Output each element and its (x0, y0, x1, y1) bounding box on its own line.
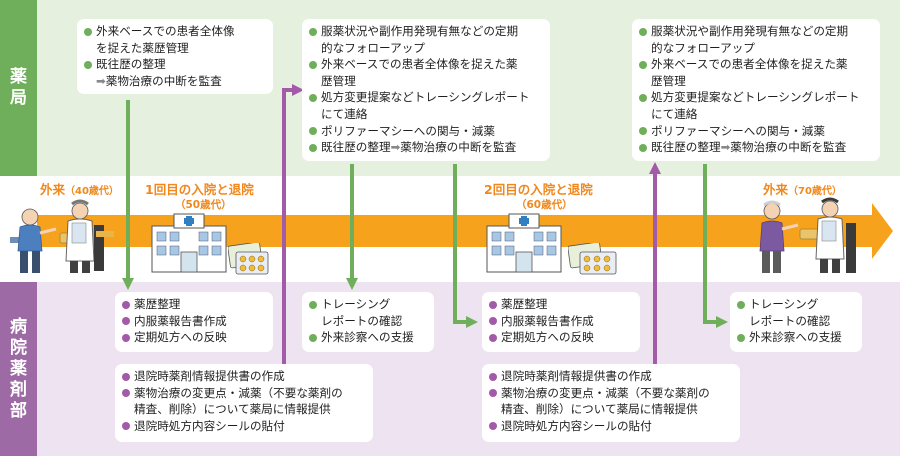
list-item: 定期処方への反映 (121, 329, 267, 346)
timeline-label-outpatient-70s: 外来（70歳代） (763, 182, 842, 197)
list-item: ポリファーマシーへの関与・減薬 (308, 123, 544, 140)
list-item: 退院時薬剤情報提供書の作成 (121, 368, 367, 385)
list-item: 退院時処方内容シールの貼付 (488, 418, 734, 435)
list-item: トレーシングレポートの確認 (308, 296, 428, 329)
list-item: 外来ベースでの患者全体像を捉えた薬歴管理 (83, 23, 267, 56)
list-item: 薬物治療の変更点・減薬（不要な薬剤の精査、削除）について薬局に情報提供 (121, 385, 367, 418)
list-item: ポリファーマシーへの関与・減薬 (638, 123, 874, 140)
doctor-consulting-patient-icon (10, 199, 114, 273)
list-item: 処方変更提案などトレーシングレポートにて連絡 (308, 89, 544, 122)
timeline-label-outpatient-40s: 外来（40歳代） (40, 182, 119, 197)
hospital-box-3: 薬歴整理 内服薬報告書作成 定期処方への反映 (482, 292, 640, 352)
hospital-section-label: 病 院 薬 剤 部 (0, 282, 37, 456)
discharge-box-2: 退院時薬剤情報提供書の作成 薬物治療の変更点・減薬（不要な薬剤の精査、削除）につ… (482, 364, 740, 442)
pharmacy-box-3: 服薬状況や副作用発現有無などの定期的なフォローアップ 外来ベースでの患者全体像を… (632, 19, 880, 161)
pharmacy-box-1: 外来ベースでの患者全体像を捉えた薬歴管理 既往歴の整理 ➡薬物治療の中断を監査 (77, 19, 273, 94)
discharge-box-1: 退院時薬剤情報提供書の作成 薬物治療の変更点・減薬（不要な薬剤の精査、削除）につ… (115, 364, 373, 442)
hospital-box-4: トレーシングレポートの確認 外来診察への支援 (730, 292, 862, 352)
list-item: 服薬状況や副作用発現有無などの定期的なフォローアップ (308, 23, 544, 56)
list-item: 外来診察への支援 (308, 329, 428, 346)
pharmacy-box-2: 服薬状況や副作用発現有無などの定期的なフォローアップ 外来ベースでの患者全体像を… (302, 19, 550, 161)
list-item: 定期処方への反映 (488, 329, 634, 346)
timeline-label-admission-1: 1回目の入院と退院 (145, 182, 254, 197)
list-item: 薬歴整理 (121, 296, 267, 313)
list-item: 薬歴整理 (488, 296, 634, 313)
hospital-box-1: 薬歴整理 内服薬報告書作成 定期処方への反映 (115, 292, 273, 352)
medicine-blister-pack-icon (568, 243, 617, 275)
list-item: トレーシングレポートの確認 (736, 296, 856, 329)
hospital-box-2: トレーシングレポートの確認 外来診察への支援 (302, 292, 434, 352)
list-item: 退院時処方内容シールの貼付 (121, 418, 367, 435)
timeline-age-60s: （60歳代） (516, 199, 573, 211)
timeline-label-admission-2: 2回目の入院と退院 (484, 182, 593, 197)
list-item: 処方変更提案などトレーシングレポートにて連絡 (638, 89, 874, 122)
list-item: 内服薬報告書作成 (488, 313, 634, 330)
hospital-building-icon (486, 213, 562, 273)
list-item: 外来診察への支援 (736, 329, 856, 346)
list-item: 薬物治療の変更点・減薬（不要な薬剤の精査、削除）について薬局に情報提供 (488, 385, 734, 418)
purple-arrow-1 (282, 84, 304, 372)
arrow-note: ➡薬物治療の中断を監査 (96, 73, 222, 88)
green-arrow-4 (703, 164, 728, 328)
green-arrow-3 (453, 164, 478, 328)
medicine-blister-pack-icon (228, 243, 269, 275)
list-item: 内服薬報告書作成 (121, 313, 267, 330)
list-item: 外来ベースでの患者全体像を捉えた薬歴管理 (638, 56, 874, 89)
doctor-consulting-elderly-patient-icon (759, 197, 856, 273)
list-item: 既往歴の整理➡薬物治療の中断を監査 (638, 139, 874, 156)
hospital-building-icon (151, 213, 227, 273)
pharmacy-section-label: 薬 局 (0, 0, 37, 176)
list-item: 既往歴の整理➡薬物治療の中断を監査 (308, 139, 544, 156)
timeline-age-50s: （50歳代） (175, 199, 232, 211)
list-item: 既往歴の整理 (83, 56, 267, 73)
list-item: 外来ベースでの患者全体像を捉えた薬歴管理 (308, 56, 544, 89)
list-item: 退院時薬剤情報提供書の作成 (488, 368, 734, 385)
list-item: 服薬状況や副作用発現有無などの定期的なフォローアップ (638, 23, 874, 56)
